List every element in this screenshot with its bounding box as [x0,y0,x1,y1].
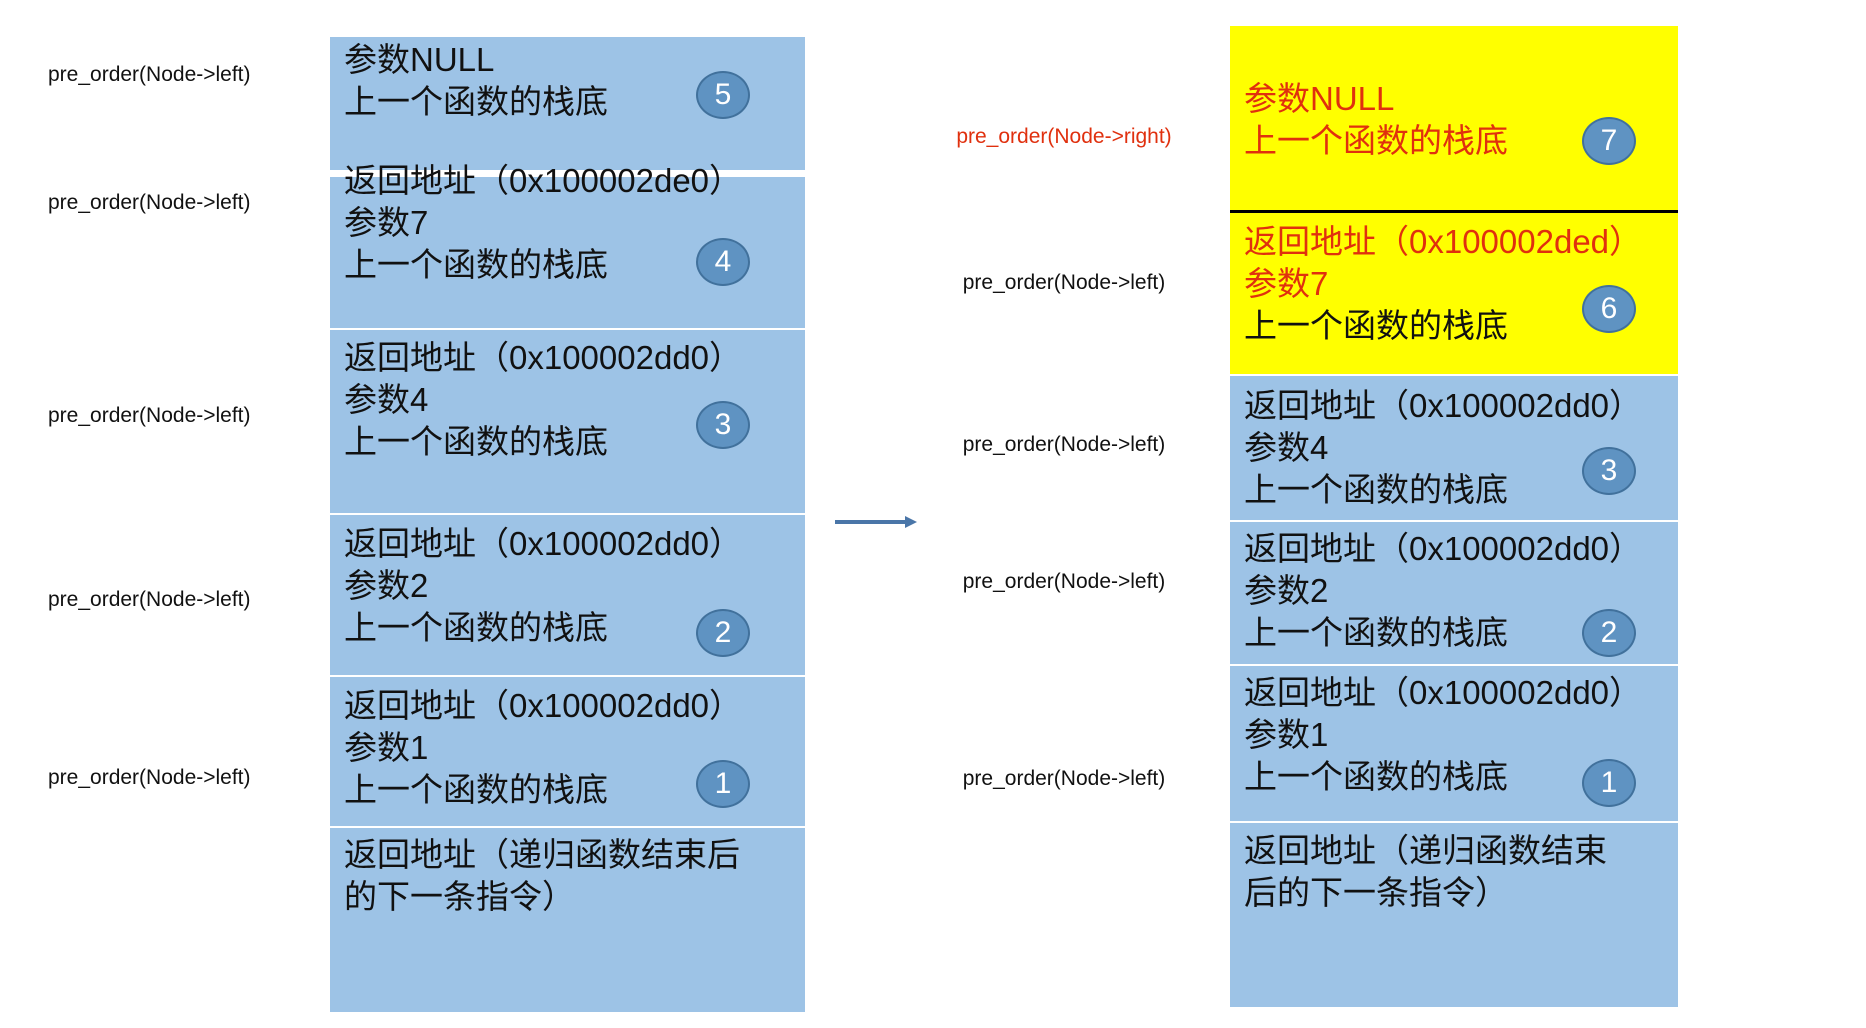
call-label: pre_order(Node->left) [962,271,1166,294]
frame-line: 上一个函数的栈底 [1244,758,1508,795]
frame-line: 上一个函数的栈底 [1244,471,1508,508]
call-label: pre_order(Node->right) [956,125,1172,148]
call-label: pre_order(Node->left) [48,766,251,789]
stack-frame-right-2: 返回地址（0x100002dd0） 参数4 上一个函数的栈底 3 [1230,376,1678,520]
frame-line: 上一个函数的栈底 [344,423,608,460]
frame-line: 后的下一条指令） [1244,874,1508,911]
frame-line: 的下一条指令） [344,878,575,915]
frame-line: 上一个函数的栈底 [344,771,608,808]
frame-line: 上一个函数的栈底 [1244,614,1508,651]
stack-frame-right-1: 返回地址（0x100002ded） 参数7 上一个函数的栈底 6 [1230,213,1678,374]
step-number-badge: 6 [1582,285,1636,333]
step-number-badge: 2 [696,609,750,657]
step-number-badge: 1 [1582,759,1636,807]
frame-text: 返回地址（0x100002dd0） 参数1 上一个函数的栈底 [1244,672,1642,798]
frame-line: 参数4 [344,381,429,418]
stack-frame-left-3: 返回地址（0x100002dd0） 参数2 上一个函数的栈底 2 [330,515,805,675]
frame-text: 返回地址（0x100002dd0） 参数4 上一个函数的栈底 [344,337,742,463]
frame-line: 参数2 [1244,572,1329,609]
stack-frame-left-4: 返回地址（0x100002dd0） 参数1 上一个函数的栈底 1 [330,677,805,826]
call-label: pre_order(Node->left) [962,433,1166,456]
call-label: pre_order(Node->left) [48,588,251,611]
frame-text: 返回地址（递归函数结束后的下一条指令） [1244,830,1607,914]
frame-line: 返回地址（0x100002dd0） [1244,530,1643,567]
frame-text: 返回地址（0x100002dd0） 参数1 上一个函数的栈底 [344,685,742,811]
step-number-badge: 3 [696,401,750,449]
frame-line: 参数2 [344,567,429,604]
stack-frame-right-4: 返回地址（0x100002dd0） 参数1 上一个函数的栈底 1 [1230,666,1678,821]
step-number-badge: 7 [1582,117,1636,165]
frame-line: 上一个函数的栈底 [344,83,608,120]
frame-line: 参数1 [1244,716,1329,753]
stack-frame-right-5: 返回地址（递归函数结束后的下一条指令） [1230,823,1678,1007]
call-label: pre_order(Node->left) [962,570,1166,593]
frame-text: 参数NULL 上一个函数的栈底 [344,39,608,123]
frame-line: 返回地址（递归函数结束 [1244,832,1607,869]
call-label: pre_order(Node->left) [48,191,251,214]
call-label: pre_order(Node->left) [48,404,251,427]
frame-text: 返回地址（0x100002dd0） 参数2 上一个函数的栈底 [344,523,742,649]
frame-line: 参数7 [344,204,429,241]
frame-line: 返回地址（0x100002ded） [1244,223,1643,260]
step-number-badge: 1 [696,760,750,808]
step-number-badge: 5 [696,71,750,119]
frame-line: 返回地址（0x100002dd0） [344,687,743,724]
frame-text: 返回地址（0x100002dd0） 参数4 上一个函数的栈底 [1244,385,1642,511]
stack-frame-left-5: 返回地址（递归函数结束后的下一条指令） [330,828,805,1012]
frame-line: 参数7 [1244,265,1329,302]
frame-line: 上一个函数的栈底 [344,609,608,646]
frame-line: 参数4 [1244,429,1329,466]
frame-line: 返回地址（0x100002de0） [344,162,743,199]
frame-line: 返回地址（0x100002dd0） [344,525,743,562]
frame-divider [1230,210,1678,213]
frame-text: 返回地址（递归函数结束后的下一条指令） [344,834,740,918]
transition-arrow-icon [835,516,917,528]
frame-line: 参数1 [344,729,429,766]
frame-line: 参数NULL [344,41,495,78]
frame-line: 返回地址（0x100002dd0） [1244,674,1643,711]
stack-frame-right-3: 返回地址（0x100002dd0） 参数2 上一个函数的栈底 2 [1230,522,1678,664]
stack-frame-left-0: 参数NULL 上一个函数的栈底 5 [330,37,805,170]
frame-text: 返回地址（0x100002ded） 参数7 上一个函数的栈底 [1244,221,1642,347]
step-number-badge: 3 [1582,447,1636,495]
frame-text: 返回地址（0x100002de0） 参数7 上一个函数的栈底 [344,160,742,286]
frame-line: 上一个函数的栈底 [344,246,608,283]
frame-line: 返回地址（0x100002dd0） [344,339,743,376]
frame-line: 参数NULL [1244,80,1395,117]
step-number-badge: 2 [1582,609,1636,657]
frame-line: 返回地址（递归函数结束后 [344,836,740,873]
stack-frame-left-2: 返回地址（0x100002dd0） 参数4 上一个函数的栈底 3 [330,330,805,513]
call-label: pre_order(Node->left) [962,767,1166,790]
call-label: pre_order(Node->left) [48,63,251,86]
stack-frame-right-0: 参数NULL 上一个函数的栈底 7 [1230,26,1678,210]
frame-line: 返回地址（0x100002dd0） [1244,387,1643,424]
frame-line: 上一个函数的栈底 [1244,307,1508,344]
frame-text: 返回地址（0x100002dd0） 参数2 上一个函数的栈底 [1244,528,1642,654]
step-number-badge: 4 [696,238,750,286]
frame-line: 上一个函数的栈底 [1244,122,1508,159]
stack-frame-left-1: 返回地址（0x100002de0） 参数7 上一个函数的栈底 4 [330,162,805,328]
frame-text: 参数NULL 上一个函数的栈底 [1244,78,1508,162]
